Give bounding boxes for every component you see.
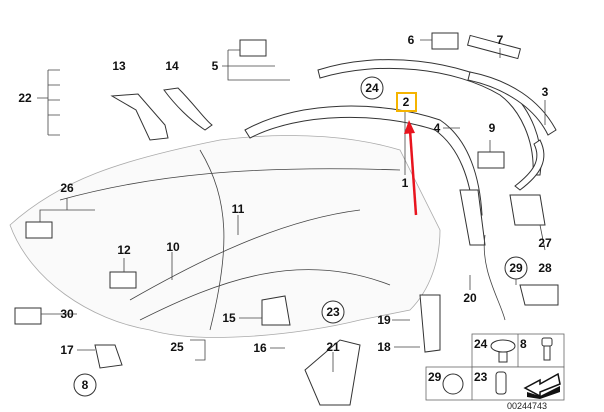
top-frame (244, 105, 483, 216)
label-6: 6 (408, 33, 415, 47)
label-23[interactable]: 23 (326, 305, 340, 319)
box-icons (14, 32, 505, 325)
leader-lines (37, 39, 546, 372)
label-5: 5 (212, 59, 219, 73)
label-9: 9 (489, 121, 496, 135)
label-27: 27 (538, 236, 552, 250)
label-26: 26 (60, 181, 74, 195)
inset-label-24: 24 (474, 337, 488, 351)
label-24[interactable]: 24 (365, 81, 379, 95)
label-19: 19 (377, 313, 391, 327)
label-25: 25 (170, 340, 184, 354)
label-28: 28 (538, 261, 552, 275)
soft-top-fabric (9, 135, 441, 338)
inset-label-8: 8 (520, 337, 527, 351)
label-2-highlighted[interactable]: 2 (403, 95, 410, 109)
drawing-number: 00244743 (507, 401, 547, 411)
label-17: 17 (60, 343, 74, 357)
label-29[interactable]: 29 (509, 261, 523, 275)
label-30: 30 (60, 307, 74, 321)
label-14: 14 (165, 59, 179, 73)
highlight-arrow (404, 120, 418, 216)
inset-label-29: 29 (428, 370, 442, 384)
label-21: 21 (326, 340, 340, 354)
label-22: 22 (18, 91, 32, 105)
label-20: 20 (463, 291, 477, 305)
highlight-box (396, 92, 417, 112)
label-4: 4 (434, 121, 441, 135)
inset-label-23: 23 (474, 370, 488, 384)
fastener-inset: 24 8 29 23 (425, 333, 565, 401)
label-16: 16 (253, 341, 267, 355)
label-8[interactable]: 8 (82, 378, 89, 392)
label-15: 15 (222, 311, 236, 325)
label-13: 13 (112, 59, 126, 73)
label-18: 18 (377, 340, 391, 354)
label-11: 11 (232, 202, 245, 216)
label-7: 7 (497, 33, 504, 47)
label-10: 10 (166, 240, 180, 254)
label-12: 12 (117, 243, 131, 257)
label-1: 1 (402, 176, 409, 190)
direction-arrow-icon (523, 372, 561, 398)
label-3: 3 (542, 85, 549, 99)
